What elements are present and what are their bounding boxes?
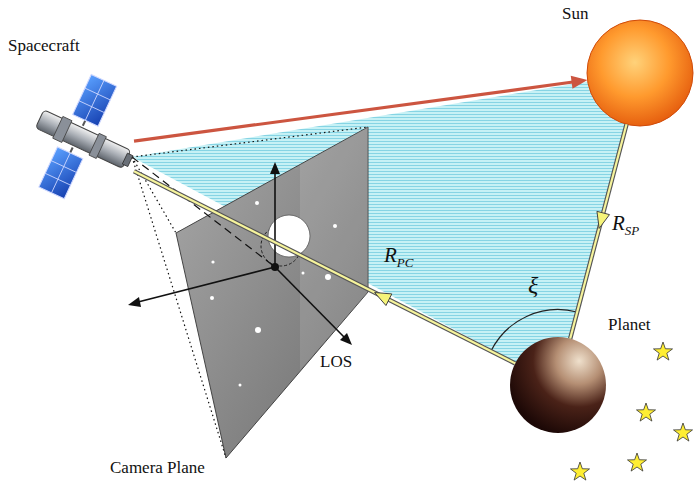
axis-label: LOS	[320, 352, 352, 372]
position-vector	[134, 171, 515, 363]
camera-plane	[176, 127, 368, 458]
sun-vector-arrow	[134, 76, 587, 141]
planet-picture	[510, 337, 606, 433]
star-field	[570, 342, 692, 480]
angle-symbol: ξ	[528, 272, 538, 300]
vector-line-outline	[134, 171, 515, 363]
projection-lines	[132, 127, 368, 458]
spacecraft-node: Spacecraft	[40, 120, 134, 175]
vector-line	[134, 171, 515, 363]
arrow-head	[597, 211, 610, 228]
sun-node: Sun	[587, 20, 693, 126]
vector-label: RSP	[612, 212, 639, 238]
sun-picture	[587, 20, 693, 126]
planet-node: Planet	[510, 337, 606, 433]
arrow-head	[375, 293, 392, 306]
vector-line-outline	[570, 124, 626, 338]
camera-axes	[128, 162, 352, 345]
node-label: Spacecraft	[8, 36, 80, 56]
node-label: Sun	[562, 4, 588, 24]
plane-label: Camera Plane	[110, 458, 205, 478]
node-label: Planet	[608, 315, 651, 335]
vector-label: RPC	[384, 244, 413, 270]
arrow-line	[134, 82, 575, 141]
position-vector	[570, 124, 626, 338]
vector-line	[570, 124, 626, 338]
arrow-head	[571, 76, 588, 89]
